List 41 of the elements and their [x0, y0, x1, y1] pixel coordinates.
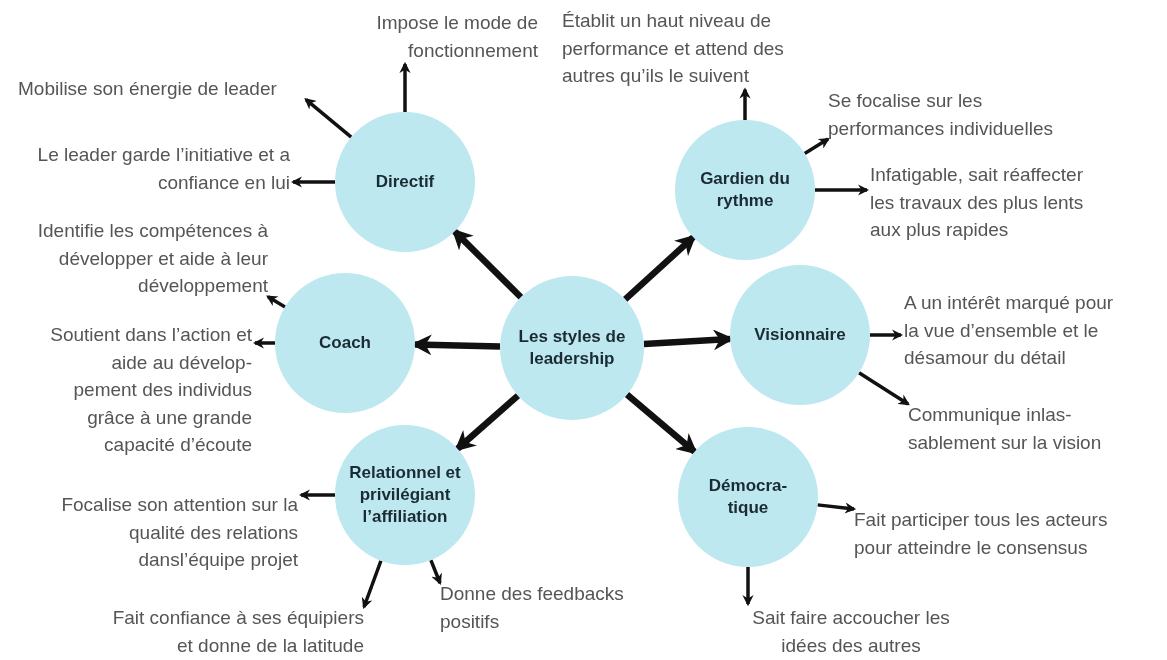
description-text: Fait participer tous les acteurs pour atteindre le consensus — [848, 503, 1142, 565]
arrow — [817, 502, 857, 514]
description-text: Donne des feedbacks positifs — [434, 577, 646, 639]
arrow — [624, 392, 698, 455]
circle-label: Relationnel et privilégiant l’affiliation — [348, 461, 462, 529]
description-text: Communique inlas- sablement sur la vision — [902, 398, 1129, 460]
arrow — [454, 393, 521, 452]
description-text: Établit un haut niveau de performance et attend des autres qu’ils le suivent — [556, 4, 813, 93]
circle-label: Visionnaire — [753, 323, 847, 346]
description-text: Fait confiance à ses équipiers et donne de la latitude — [90, 601, 370, 660]
arrow — [739, 87, 751, 120]
description-text: Focalise son attention sur la qualité des relations dansl’équipe projet — [30, 488, 304, 577]
circle-label: Gardien du rythme — [699, 167, 791, 212]
circle-label: Coach — [318, 331, 372, 354]
circle-label: Les styles de leadership — [517, 325, 627, 370]
description-text: Identifie les compétences à développer et aide à leur développement — [22, 214, 274, 303]
arrow — [870, 329, 904, 341]
description-text: Impose le mode de fonctionnement — [362, 6, 544, 68]
description-text: Sait faire accoucher les idées des autres — [735, 601, 967, 660]
arrow — [361, 560, 383, 610]
description-text: Mobilise son énergie de leader — [12, 72, 312, 106]
arrow — [622, 234, 697, 302]
arrow — [298, 489, 335, 501]
arrow — [803, 137, 830, 155]
description-text: A un intérêt marqué pour la vue d’ensemble et le désamour du détail — [898, 286, 1134, 375]
arrow — [252, 337, 275, 349]
arrow — [399, 61, 411, 112]
arrow — [290, 176, 335, 188]
description-text: Le leader garde l’initiative et a confiance en lui — [30, 138, 296, 200]
arrow — [815, 184, 870, 196]
arrow — [429, 559, 442, 586]
description-text: Infatigable, sait réaffecter les travaux des plus lents aux plus rapides — [864, 158, 1091, 247]
circle-label: Démocra- tique — [707, 474, 789, 519]
arrow — [742, 567, 754, 607]
description-text: Se focalise sur les performances individuelles — [822, 84, 1096, 146]
arrow — [451, 228, 524, 300]
circle-label: Directif — [374, 170, 436, 193]
arrow — [304, 98, 353, 139]
arrow — [266, 295, 286, 309]
description-text: Soutient dans l’action et aide au dévelop- pement des individus grâce à une grande capacité d’écoute — [40, 318, 258, 462]
arrow — [858, 371, 910, 406]
